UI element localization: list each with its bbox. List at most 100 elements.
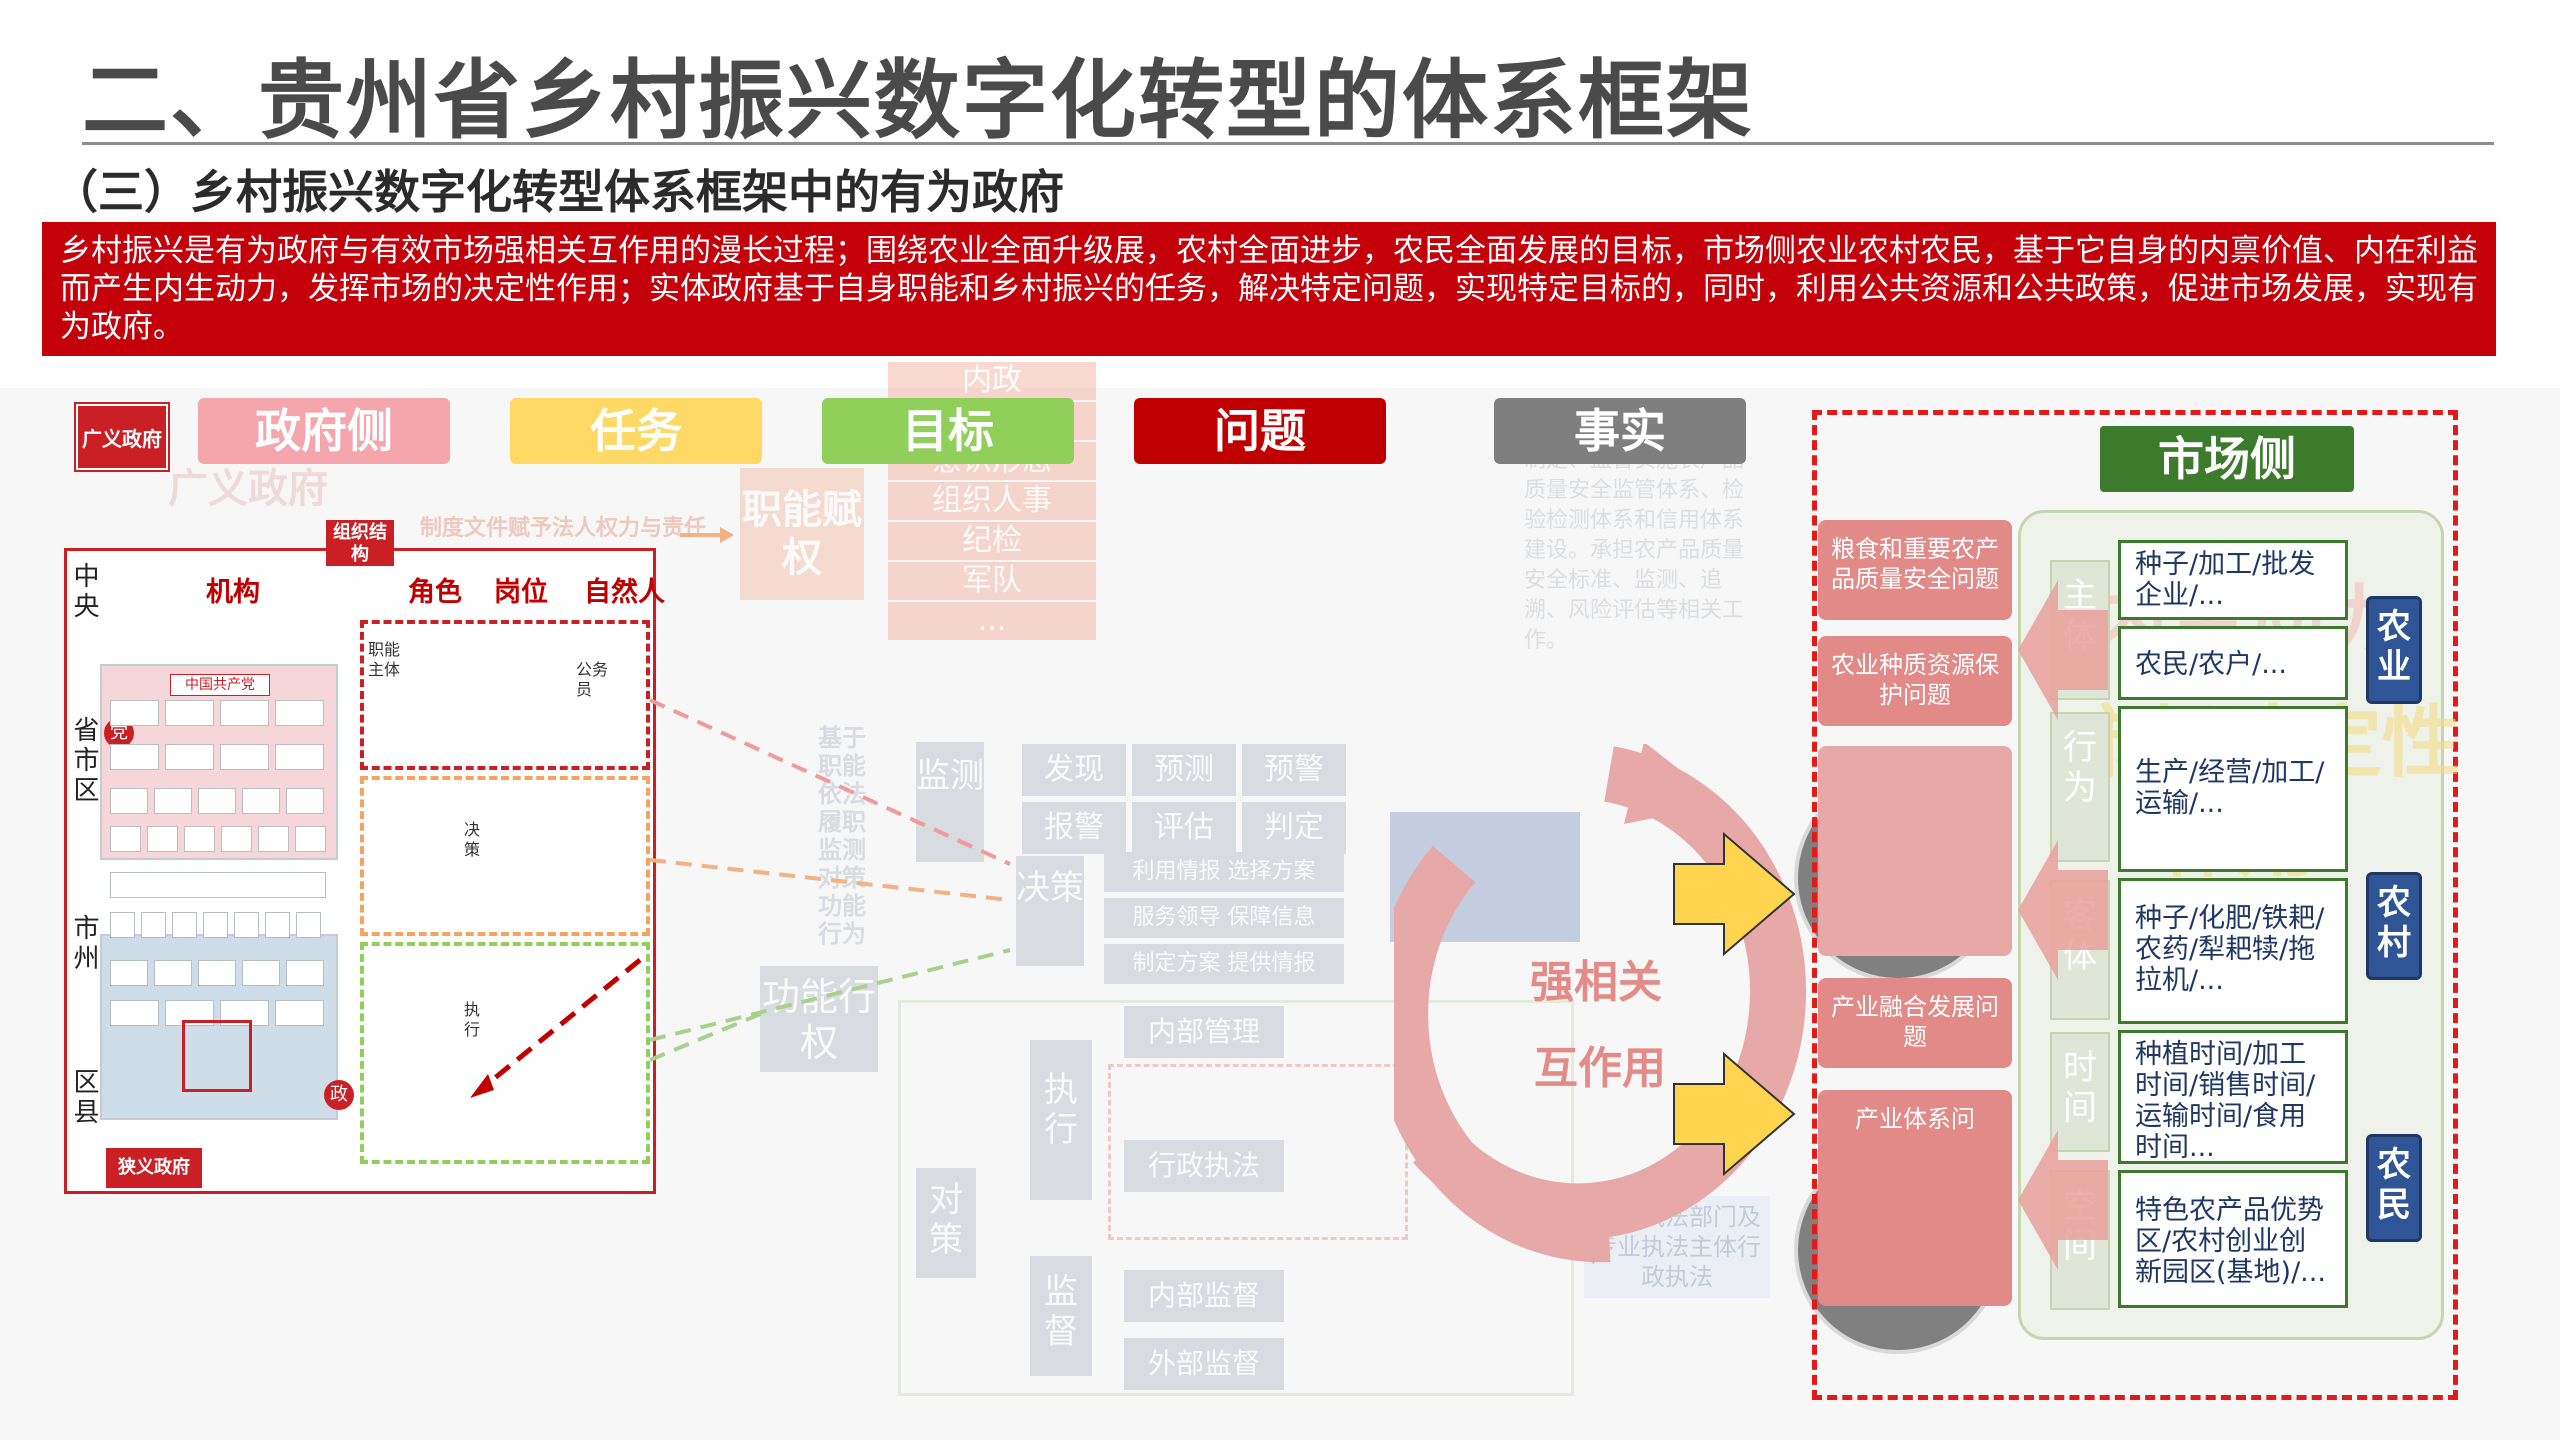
gov-item: 组织人事 — [888, 482, 1096, 520]
title-divider — [82, 142, 2494, 145]
monitor-item: 预警 — [1242, 744, 1346, 796]
gov-item: 纪检 — [888, 522, 1096, 560]
market-title: 市场侧 — [2100, 426, 2354, 492]
level-county: 区县 — [69, 1068, 99, 1128]
issue-integration: 产业融合发展问题 — [1818, 978, 2012, 1068]
counter-box: 对策 — [916, 1168, 976, 1278]
col-post: 岗位 — [494, 577, 548, 608]
org-mini-box — [286, 960, 324, 986]
legend-task: 任务 — [510, 398, 762, 464]
monitor-box: 监测 — [916, 742, 984, 862]
market-box-activity: 生产/经营/加工/运输/... — [2118, 706, 2348, 872]
org-structure-tag: 组织结构 — [326, 520, 394, 566]
org-mini-box — [198, 960, 236, 986]
org-mini-box — [154, 788, 192, 814]
level-city: 市州 — [69, 914, 99, 974]
market-box-space: 特色农产品优势区/农村创业创新园区(基地)/... — [2118, 1170, 2348, 1308]
strip-behavior: 行为 — [2050, 712, 2110, 862]
base-note: 基于职能依法履职监测对策功能行为 — [818, 724, 866, 948]
gov-item: ... — [888, 602, 1096, 640]
issue-food-safety: 粮食和重要农产品质量安全问题 — [1818, 520, 2012, 620]
faded-broad-gov: 广义政府 — [168, 466, 328, 512]
decide-item: 服务领导 保障信息 — [1104, 898, 1344, 938]
org-mini-box — [184, 826, 215, 852]
monitor-item: 判定 — [1242, 802, 1346, 854]
interaction-cycle — [1394, 744, 1806, 1264]
intro-banner: 乡村振兴是有为政府与有效市场强相关互作用的漫长过程；围绕农业全面升级展，农村全面… — [42, 222, 2496, 356]
market-box-time: 种植时间/加工时间/销售时间/运输时间/食用时间... — [2118, 1030, 2348, 1164]
market-box-enterprise: 种子/加工/批发企业/... — [2118, 540, 2348, 620]
org-mini-box — [165, 744, 214, 770]
post-text-1: 决策 — [464, 820, 481, 859]
decide-box: 决策 — [1016, 856, 1084, 966]
dashed-red-group — [360, 620, 650, 770]
monitor-item: 发现 — [1022, 744, 1126, 796]
col-institution: 机构 — [206, 577, 260, 608]
faded-mandate-label: 制度文件赋予法人权力与责任 — [420, 516, 707, 541]
side-rural: 农村 — [2366, 872, 2422, 980]
issue-system: 产业体系问 — [1818, 1090, 2012, 1306]
org-mini-box — [165, 700, 214, 726]
cycle-line2: 互作用 — [1534, 1043, 1666, 1094]
org-mini-box — [295, 826, 326, 852]
org-mini-box — [221, 826, 252, 852]
org-mini-box — [110, 700, 159, 726]
level-province: 省市区 — [69, 716, 99, 806]
side-agriculture: 农业 — [2366, 596, 2422, 704]
org-mini-box — [265, 912, 290, 938]
legend-problem: 问题 — [1134, 398, 1386, 464]
org-mini-box — [220, 700, 269, 726]
execute-dashed — [1108, 1064, 1408, 1240]
gov-item: 内政 — [888, 362, 1096, 400]
execute-box: 执行 — [1030, 1040, 1092, 1200]
market-arrows — [2018, 580, 2108, 1270]
legend-goal: 目标 — [822, 398, 1074, 464]
market-box-inputs: 种子/化肥/铁耙/农药/犁耙犊/拖拉机/... — [2118, 878, 2348, 1024]
org-mini-box — [242, 960, 280, 986]
level-central: 中央 — [69, 562, 99, 622]
org-mini-box — [286, 788, 324, 814]
strip-time: 时间 — [2050, 1032, 2110, 1152]
gov-badge: 政 — [324, 1080, 354, 1110]
section-subtitle: （三）乡村振兴数字化转型体系框架中的有为政府 — [52, 165, 1064, 219]
org-mini-box — [110, 788, 148, 814]
supervise-item: 外部监督 — [1124, 1338, 1284, 1390]
org-mini-box — [275, 1000, 324, 1026]
dashed-green-group — [360, 942, 650, 1164]
page-title: 二、贵州省乡村振兴数字化转型的体系框架 — [82, 51, 1754, 151]
org-mini-box — [234, 912, 259, 938]
org-mini-box — [220, 744, 269, 770]
org-mini-box — [110, 960, 148, 986]
execute-item: 内部管理 — [1124, 1006, 1284, 1058]
org-mini-box — [242, 788, 280, 814]
legend-government: 政府侧 — [198, 398, 450, 464]
market-dashed-frame — [1812, 410, 2458, 1400]
supervise-item: 内部监督 — [1124, 1270, 1284, 1322]
decide-item: 利用情报 选择方案 — [1104, 852, 1344, 892]
col-natural-person: 自然人 — [584, 577, 665, 608]
supervise-box: 监督 — [1030, 1256, 1092, 1376]
monitor-item: 预测 — [1132, 744, 1236, 796]
monitor-item: 报警 — [1022, 802, 1126, 854]
org-mini-box — [203, 912, 228, 938]
post-text-2: 执行 — [464, 1000, 481, 1039]
execute-item: 行政执法 — [1124, 1140, 1284, 1192]
cycle-line1: 强相关 — [1530, 957, 1662, 1008]
org-mini-box — [275, 744, 324, 770]
col-role: 角色 — [408, 577, 462, 608]
person-text: 公务员 — [576, 660, 609, 699]
org-mini-box — [110, 1000, 159, 1026]
power-box: 职能赋权 — [740, 468, 864, 600]
org-mini-box — [198, 788, 236, 814]
issue-faded — [1818, 746, 2012, 956]
org-mini-box — [172, 912, 197, 938]
dashed-orange-group — [360, 776, 650, 936]
org-mini-box — [147, 826, 178, 852]
org-mini-box — [154, 960, 192, 986]
gov-item: 军队 — [888, 562, 1096, 600]
org-mini-box — [110, 872, 326, 898]
party-org-label: 中国共产党 — [170, 674, 270, 696]
issue-germplasm: 农业种质资源保护问题 — [1818, 636, 2012, 726]
function-box: 功能行权 — [760, 966, 878, 1072]
